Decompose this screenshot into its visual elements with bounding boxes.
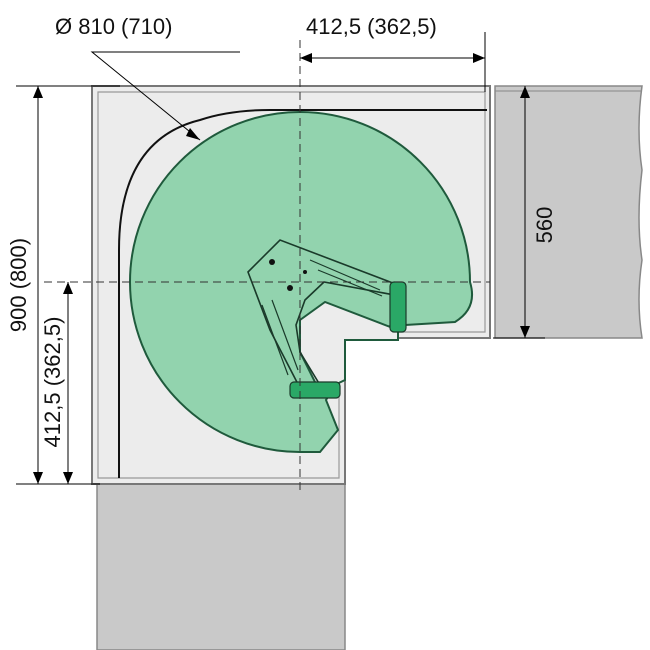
bottom-cabinet bbox=[96, 483, 346, 650]
carousel-shelf bbox=[129, 111, 474, 453]
top-width-label: 412,5 (362,5) bbox=[306, 14, 437, 39]
right-depth-label: 560 bbox=[532, 207, 557, 244]
diameter-label: Ø 810 (710) bbox=[55, 14, 172, 39]
right-cabinet bbox=[494, 85, 643, 339]
left-offset-label: 412,5 (362,5) bbox=[40, 317, 65, 448]
pivot-bracket bbox=[247, 239, 401, 389]
total-height-label: 900 (800) bbox=[6, 238, 31, 332]
inner-frame-arc bbox=[118, 109, 487, 478]
bracket-clamp-left bbox=[289, 381, 341, 399]
bracket-clamp-right bbox=[389, 281, 407, 333]
